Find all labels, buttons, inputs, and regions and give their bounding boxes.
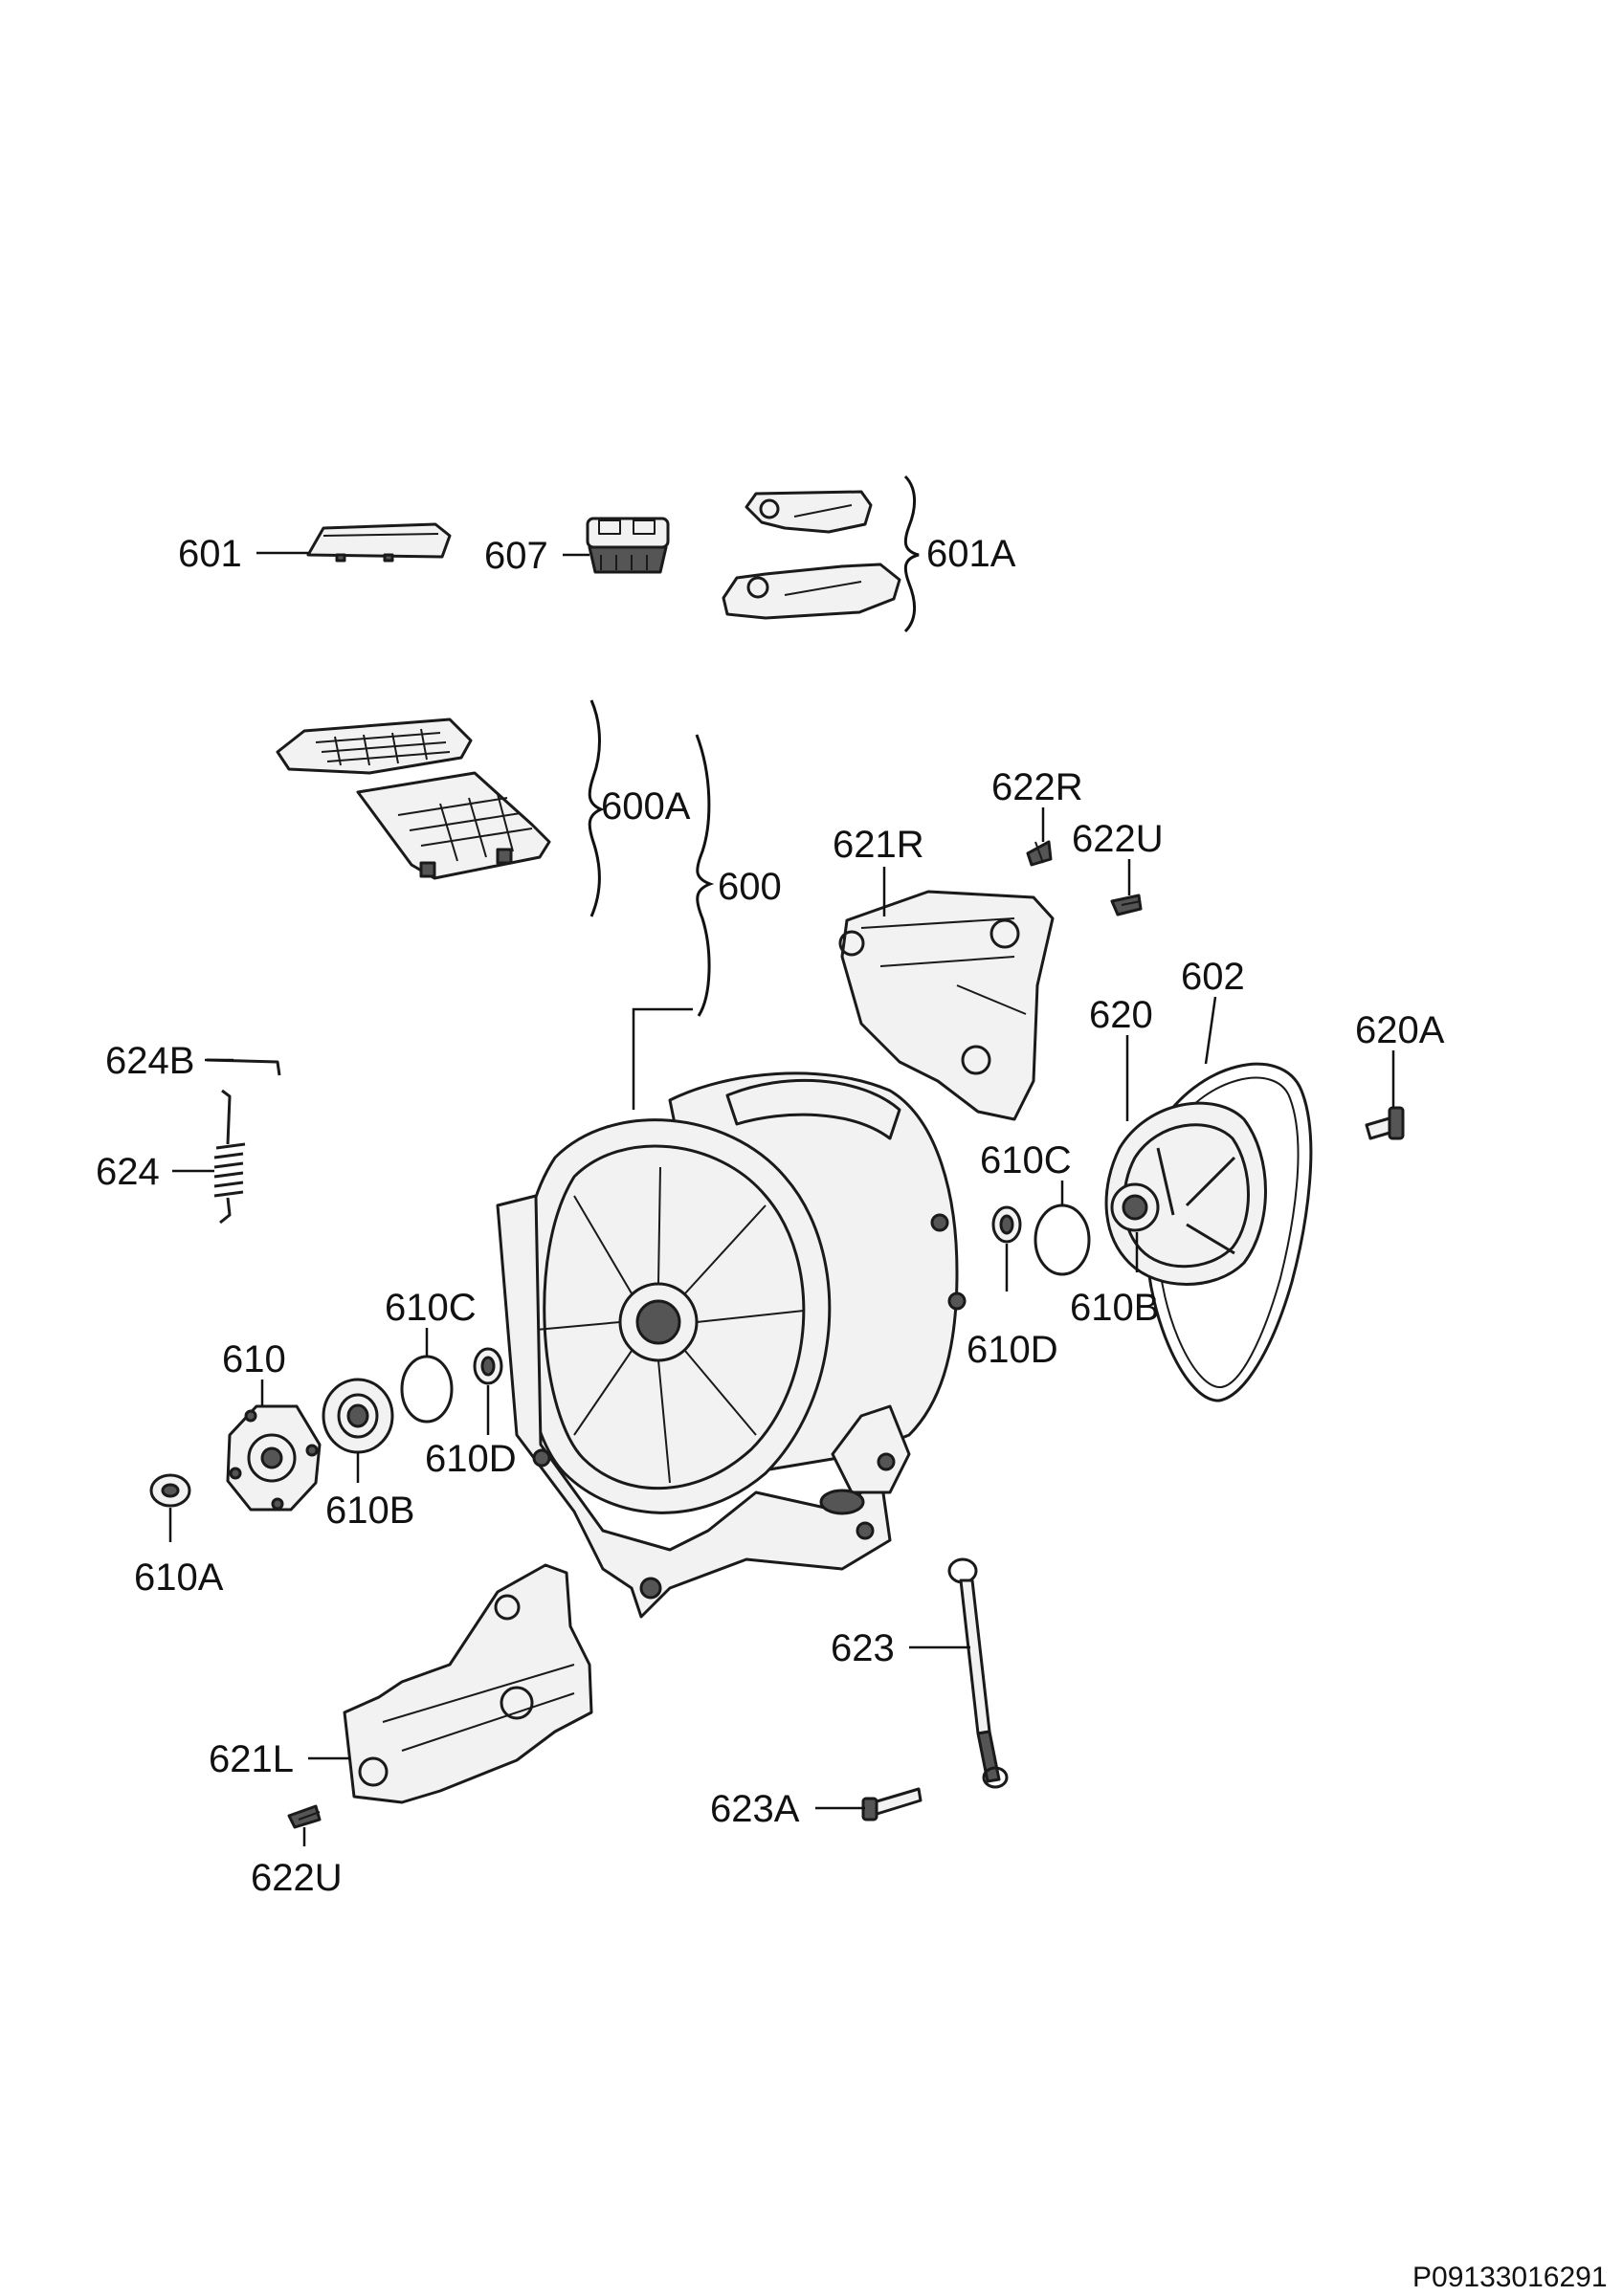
label-601A: 601A [926,533,1016,575]
part-624B-hook [206,1058,281,1076]
part-623-damper [947,1557,1009,1789]
label-601: 601 [178,533,242,575]
label-620A: 620A [1355,1009,1445,1051]
part-610C-left-oring [400,1355,454,1424]
label-610B-left: 610B [325,1490,414,1532]
label-623A: 623A [710,1788,800,1830]
part-601A-upper [745,490,873,534]
part-600A-upper-grid [276,718,473,775]
leader-602 [1204,996,1217,1065]
brace-601A [903,475,920,633]
label-610C-right: 610C [980,1139,1072,1181]
part-610-flange [226,1404,322,1512]
part-610D-right-seal [991,1205,1022,1244]
part-623A-pin [861,1787,923,1821]
part-601A-lower [722,563,901,620]
brace-600A [588,699,605,917]
part-610B-left-bearing [322,1378,394,1454]
label-620: 620 [1089,994,1153,1036]
label-624B: 624B [105,1040,194,1082]
part-600-tub [496,1071,967,1619]
part-610D-left-seal [473,1347,503,1385]
label-610B-right: 610B [1070,1287,1159,1329]
part-621R-bracket [838,890,1055,1121]
label-600A: 600A [601,785,691,828]
label-624: 624 [96,1151,160,1193]
label-621L: 621L [209,1738,294,1780]
label-622U-top: 622U [1072,818,1164,860]
part-610C-right-oring [1034,1203,1091,1276]
part-607-block [586,517,670,574]
label-610: 610 [222,1338,286,1380]
part-621L-bracket [343,1563,593,1804]
label-610C-left: 610C [385,1287,477,1329]
document-code: P09133016291 [1412,2262,1608,2293]
label-622U-bottom: 622U [251,1857,343,1899]
brace-600 [695,734,715,1017]
part-600A-lower-grid [356,771,551,880]
label-602: 602 [1181,956,1245,998]
part-620A-bolt [1365,1106,1405,1140]
label-607: 607 [484,535,548,577]
label-600: 600 [718,866,782,908]
part-622R-screw [1026,840,1053,867]
label-610D-left: 610D [425,1438,517,1480]
label-610A: 610A [134,1556,224,1599]
part-610A-bolt [149,1473,191,1508]
label-621R: 621R [833,824,924,866]
label-610D-right: 610D [967,1329,1058,1371]
part-622U-top-screw [1110,894,1143,916]
part-624-spring [213,1089,246,1225]
label-623: 623 [831,1627,895,1669]
part-622U-bottom-screw [287,1804,322,1829]
leader-600 [632,1007,693,1110]
label-622R: 622R [991,766,1083,808]
part-620-pulley [1104,1101,1267,1286]
part-601-cover [306,522,452,563]
